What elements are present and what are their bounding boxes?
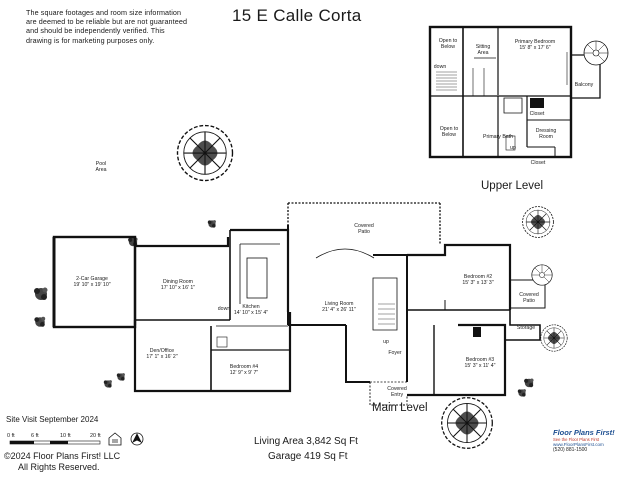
- landscape-trees: [34, 124, 568, 449]
- tree-icon: [176, 124, 234, 182]
- shrub-icon: [34, 287, 48, 300]
- scale-label-20: 20 ft: [90, 433, 101, 439]
- disclaimer: The square footages and room size inform…: [26, 8, 216, 45]
- shrub-icon: [524, 378, 534, 388]
- scale-label-10: 10 ft: [60, 433, 71, 439]
- garage-area-total: Garage 419 Sq Ft: [268, 451, 348, 462]
- room-label-closet-1: Closet: [529, 110, 545, 117]
- logo-tagline: See the Floor Plans First: [553, 437, 600, 442]
- room-label-closet-2: Closet: [530, 159, 546, 166]
- disclaimer-line: and should be independently verified. Th…: [26, 26, 165, 36]
- scale-label-6: 6 ft: [31, 433, 39, 439]
- upper-level-plan: [428, 25, 601, 159]
- stair-label-up-main: up: [383, 338, 389, 345]
- room-label-balcony: Balcony: [574, 81, 594, 88]
- disclaimer-line: The square footages and room size inform…: [26, 8, 182, 17]
- shrub-icon: [116, 373, 125, 381]
- room-label-foyer: Foyer: [388, 349, 402, 356]
- tree-icon: [441, 397, 493, 449]
- north-arrow-icon: [130, 432, 144, 446]
- room-label-primary-bath: Primary Bath: [483, 133, 513, 140]
- copyright: ©2024 Floor Plans First! LLC All Rights …: [4, 451, 120, 473]
- room-label-storage: Storage: [516, 324, 536, 331]
- main-level-plan: [52, 202, 546, 406]
- spiral-stair-icon: [531, 264, 553, 286]
- stair-label-up: up: [510, 144, 516, 151]
- copyright-line: ©2024 Floor Plans First! LLC: [4, 451, 121, 461]
- property-address: 15 E Calle Corta: [232, 6, 362, 25]
- scale-label-0: 0 ft: [7, 433, 15, 439]
- spiral-stair-icon: [583, 40, 609, 66]
- site-visit-date: Site Visit September 2024: [6, 415, 99, 424]
- main-level-label: Main Level: [372, 402, 428, 414]
- shrub-icon: [103, 380, 112, 388]
- copyright-line: All Rights Reserved.: [18, 462, 100, 472]
- company-logo: Floor Plans First! See the Floor Plans F…: [553, 428, 623, 470]
- logo-phone: (520) 881-1500: [553, 447, 588, 453]
- scale-bar: [9, 440, 101, 445]
- disclaimer-line: drawing is for marketing purposes only.: [26, 35, 155, 45]
- logo-title: Floor Plans First!: [553, 428, 615, 437]
- shrub-icon: [517, 389, 526, 397]
- living-area-total: Living Area 3,842 Sq Ft: [254, 436, 358, 447]
- stair-label-down: down: [433, 63, 447, 70]
- disclaimer-line: are deemed to be reliable but are not gu…: [26, 17, 188, 27]
- equal-housing-icon: [108, 432, 122, 446]
- tree-icon: [540, 324, 568, 352]
- logo-url: www.FloorPlansFirst.com: [553, 442, 604, 447]
- tree-icon: [522, 206, 554, 238]
- upper-level-label: Upper Level: [481, 180, 544, 192]
- shrub-icon: [34, 316, 46, 327]
- shrub-icon: [207, 220, 216, 228]
- stair-label-down-main: down: [217, 305, 231, 312]
